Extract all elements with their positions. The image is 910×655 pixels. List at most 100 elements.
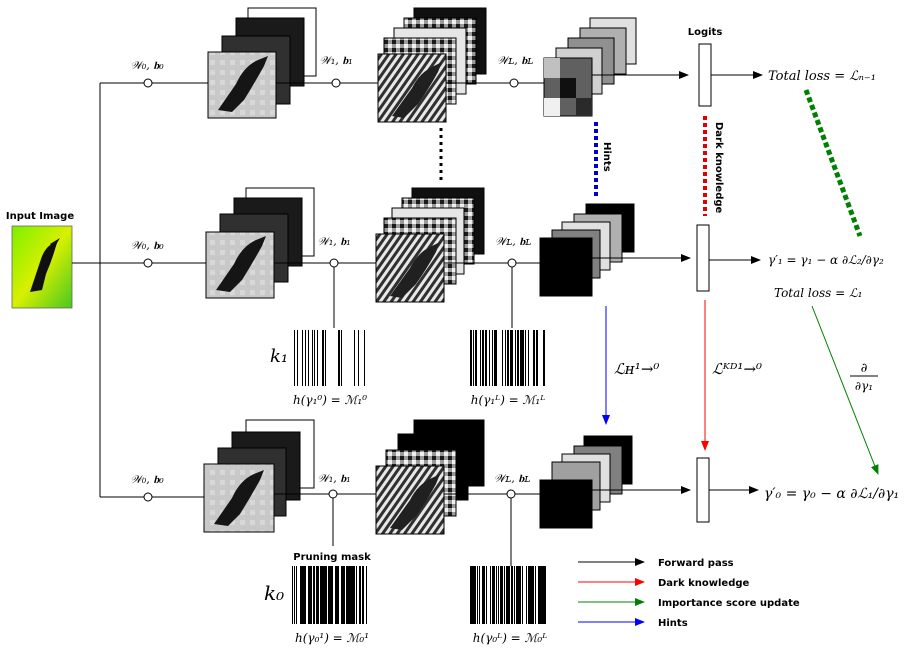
barcode-bar (500, 566, 501, 624)
barcode-bar (294, 330, 295, 386)
barcode-bar (308, 566, 309, 624)
barcode-bar (356, 566, 357, 624)
barcode-bar (329, 566, 330, 624)
logits-box-row3 (696, 457, 710, 523)
barcode-bar (296, 566, 297, 624)
barcode-bar (517, 566, 518, 624)
barcode-bar (482, 330, 483, 386)
barcode-bar (530, 566, 531, 624)
kd-loss-label: ℒᴷᴰ¹→⁰ (712, 360, 762, 378)
barcode-bar (339, 330, 340, 386)
barcode-bar (328, 566, 329, 624)
mask-label-row3-layer0: h(γ₀¹) = ℳ₀¹ (295, 631, 369, 645)
wl-label-row1: 𝒲ʟ, 𝐛ʟ (497, 54, 533, 67)
barcode-bar (470, 566, 471, 624)
barcode-bar (326, 566, 327, 624)
barcode-bar (323, 566, 324, 624)
barcode-bar (336, 566, 337, 624)
dark-knowledge-label: Dark knowledge (713, 122, 724, 214)
mask-barcode-row2-layerL (470, 330, 546, 386)
total-loss-top: Total loss = ℒₙ₋₁ (768, 69, 876, 84)
legend-label: Hints (658, 618, 688, 629)
barcode-bar (512, 566, 513, 624)
barcode-bar (320, 566, 321, 624)
barcode-bar (538, 566, 539, 624)
barcode-bar (536, 330, 537, 386)
barcode-bar (308, 330, 309, 386)
barcode-bar (528, 566, 529, 624)
barcode-bar (531, 566, 532, 624)
input-image (11, 225, 73, 309)
barcode-bar (529, 566, 530, 624)
barcode-bar (501, 566, 502, 624)
hints-label: Hints (601, 142, 612, 172)
barcode-bar (545, 566, 546, 624)
pruning-mask-label: Pruning mask (293, 552, 371, 563)
legend-label: Importance score update (658, 598, 800, 609)
w1-label-row1: 𝒲₁, 𝐛₁ (319, 54, 352, 67)
barcode-bar (305, 330, 306, 386)
barcode-bar (343, 566, 344, 624)
barcode-bar (322, 566, 323, 624)
barcode-bar (366, 566, 367, 624)
barcode-bar (338, 566, 339, 624)
barcode-bar (542, 566, 543, 624)
network-row-3: 𝒲₀, 𝐛₀ 𝒲₁, 𝐛₁ 𝒲ʟ, 𝐛ʟ (130, 419, 759, 566)
barcode-bar (486, 330, 487, 386)
barcode-bar (316, 566, 317, 624)
barcode-bar (325, 330, 326, 386)
barcode-bar (300, 566, 301, 624)
barcode-bar (533, 566, 534, 624)
barcode-bar (507, 566, 508, 624)
barcode-bar (496, 566, 497, 624)
barcode-bar (359, 566, 360, 624)
barcode-bar (317, 566, 318, 624)
barcode-bar (495, 330, 496, 386)
barcode-bar (505, 330, 506, 386)
barcode-bar (479, 566, 480, 624)
barcode-bar (472, 566, 473, 624)
feature-stack-layer1-row1 (377, 7, 487, 123)
barcode-bar (494, 566, 495, 624)
barcode-bar (474, 566, 475, 624)
barcode-bar (364, 330, 365, 386)
barcode-bar (303, 566, 304, 624)
barcode-bar (537, 330, 538, 386)
barcode-bar (317, 330, 318, 386)
logits-box-row2 (696, 224, 710, 292)
barcode-bar (498, 566, 499, 624)
barcode-bar (348, 566, 349, 624)
barcode-bar (470, 330, 471, 386)
legend-label: Forward pass (658, 558, 734, 569)
barcode-bar (342, 566, 343, 624)
wl-label-row3: 𝒲ʟ, 𝐛ʟ (494, 472, 530, 485)
feature-stack-layerL-row3 (539, 435, 633, 529)
barcode-bar (492, 566, 493, 624)
barcode-bar (302, 330, 303, 386)
feature-stack-layer1-row2 (375, 187, 485, 303)
feature-stack-layer1-row3 (375, 419, 485, 535)
barcode-bar (350, 566, 351, 624)
barcode-bar (483, 330, 484, 386)
barcode-bar (313, 566, 314, 624)
barcode-bar (502, 566, 503, 624)
barcode-bar (540, 566, 541, 624)
barcode-bar (522, 330, 523, 386)
barcode-bar (534, 330, 535, 386)
barcode-background (292, 330, 368, 386)
barcode-bar (509, 566, 510, 624)
barcode-bar (510, 330, 511, 386)
feature-stack-layer0-row2 (205, 187, 315, 299)
barcode-bar (544, 566, 545, 624)
barcode-bar (331, 566, 332, 624)
barcode-bar (346, 566, 347, 624)
barcode-bar (517, 330, 518, 386)
barcode-bar (494, 330, 495, 386)
gamma1-update: γ′₁ = γ₁ − α ∂ℒ₂/∂γ₂ (768, 253, 884, 267)
feature-stack-layer0-row1 (207, 7, 317, 119)
barcode-bar (325, 566, 326, 624)
barcode-bar (508, 566, 509, 624)
barcode-bar (520, 566, 521, 624)
barcode-bar (480, 330, 481, 386)
barcode-bar (515, 330, 516, 386)
